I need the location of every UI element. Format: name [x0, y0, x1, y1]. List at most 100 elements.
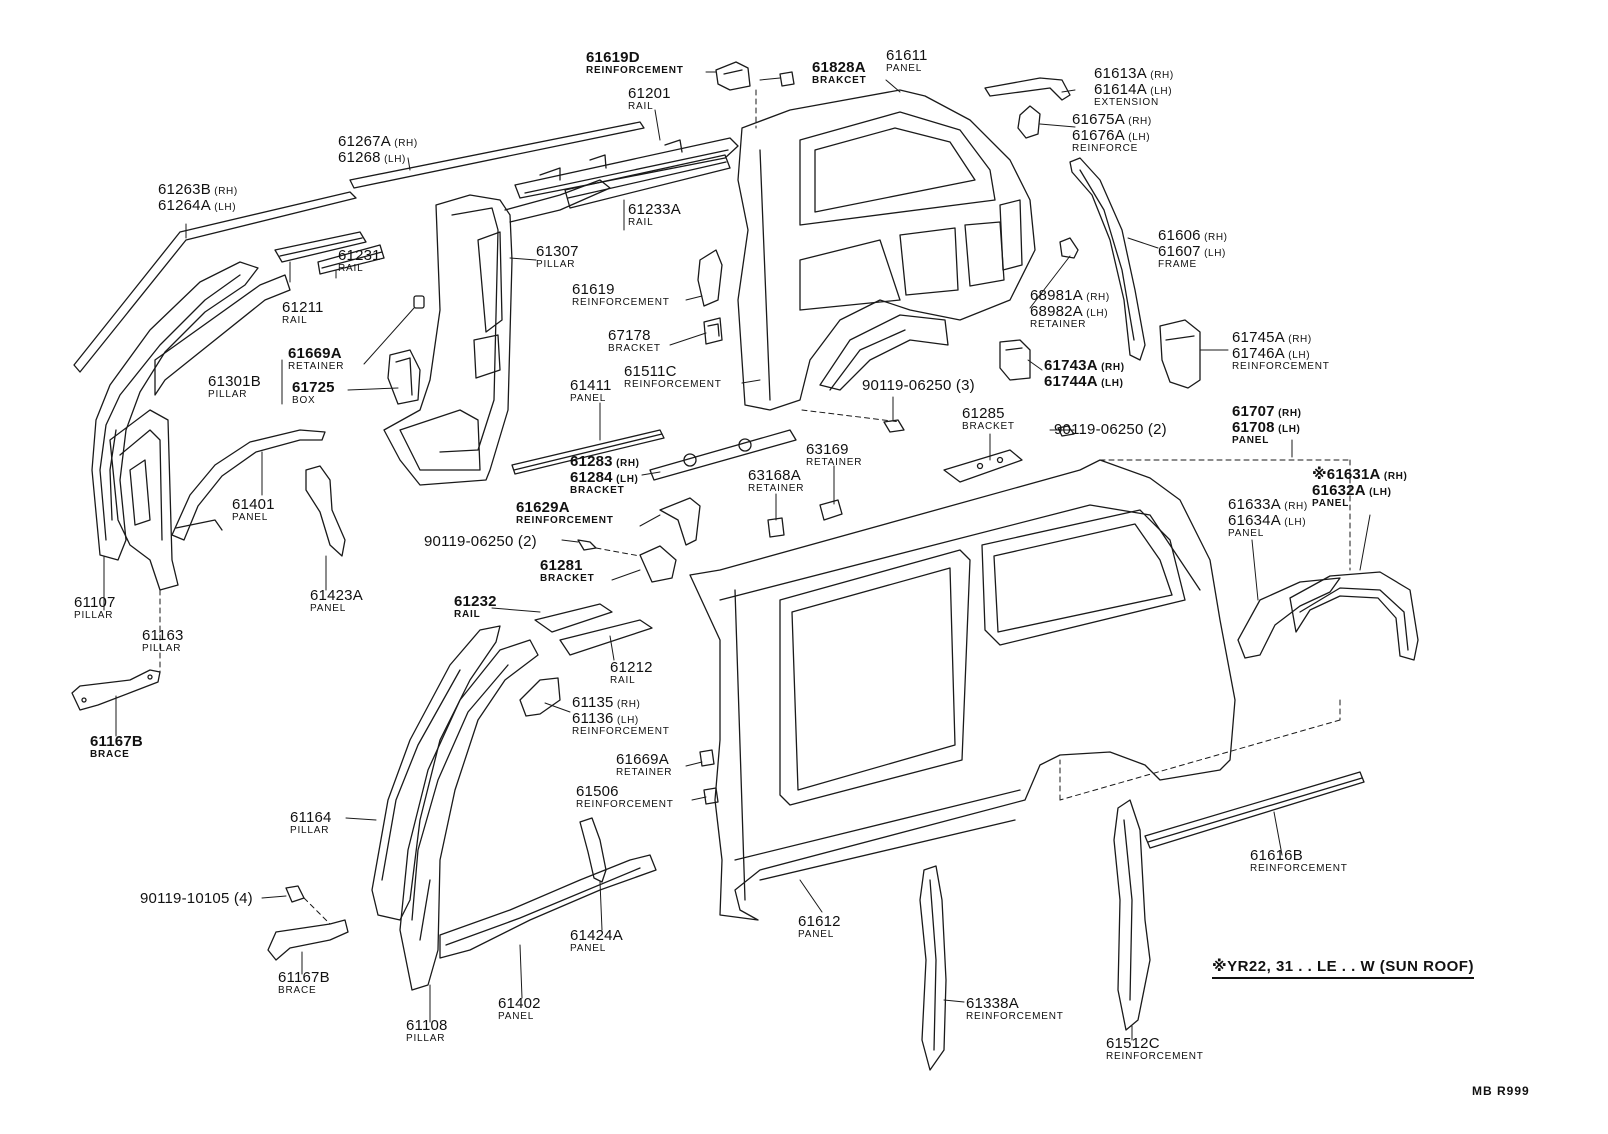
part-number: 61201 — [628, 85, 671, 102]
part-number: 63169 — [806, 441, 849, 458]
part-name: BOX — [292, 394, 316, 406]
panel-61612 — [690, 460, 1235, 920]
part-label: 68981A (RH)68982A (LH)RETAINER — [1030, 288, 1110, 330]
retainer-61669a-top — [414, 296, 424, 308]
part-name: EXTENSION — [1094, 96, 1159, 108]
rail-61267a — [350, 122, 644, 188]
part-name: PANEL — [310, 602, 347, 614]
side-suffix: (LH) — [380, 153, 406, 165]
panel-61411 — [512, 430, 664, 474]
side-suffix: (LH) — [613, 714, 639, 726]
part-number: 61264A (LH) — [158, 196, 237, 214]
reinforcement-61629a — [660, 498, 700, 545]
part-number: 61612 — [798, 913, 841, 930]
part-number: 68981A (RH) — [1030, 287, 1110, 304]
side-suffix: (LH) — [1097, 377, 1124, 389]
bracket-67178 — [704, 318, 722, 344]
side-suffix: (RH) — [1280, 501, 1308, 512]
bolt-90119-06250-b — [1058, 426, 1074, 436]
part-label: 90119-06250 (2) — [1054, 422, 1167, 438]
side-suffix: (LH) — [1146, 85, 1173, 97]
part-number: 61669A — [288, 345, 342, 362]
part-name: PANEL — [570, 392, 607, 404]
side-suffix: (LH) — [1365, 486, 1392, 498]
bracket-61285 — [944, 450, 1022, 482]
part-name: PANEL — [1312, 497, 1350, 509]
part-label: 61743A (RH)61744A (LH) — [1044, 358, 1125, 390]
part-number: 61301B — [208, 373, 261, 390]
part-number: 61283 (RH) — [570, 453, 640, 470]
part-name: FRAME — [1158, 258, 1197, 270]
part-name: RAIL — [282, 314, 308, 326]
side-suffix: (RH) — [210, 186, 238, 197]
side-suffix: (LH) — [1274, 423, 1301, 435]
part-name: RAIL — [628, 100, 654, 112]
part-name: BRACKET — [608, 342, 661, 354]
part-number: 61212 — [610, 659, 653, 676]
reinforcement-61338a — [920, 866, 946, 1070]
part-name: RETAINER — [748, 482, 805, 494]
brace-61167b-bottom — [268, 920, 348, 960]
box-61725 — [388, 350, 420, 404]
part-number: 61743A (RH) — [1044, 357, 1125, 374]
part-label: 90119-06250 (3) — [862, 378, 975, 394]
panel-61633a — [1238, 578, 1340, 658]
part-number: 61611 — [886, 47, 928, 64]
part-number: 61828A — [812, 59, 866, 76]
callout-lines — [104, 72, 1370, 1040]
part-label: 61675A (RH)61676A (LH)REINFORCE — [1072, 112, 1152, 154]
part-name: REINFORCEMENT — [572, 725, 670, 737]
part-number: 61634A (LH) — [1228, 511, 1307, 529]
bracket-61283 — [650, 430, 796, 480]
part-number: 61669A — [616, 751, 669, 768]
bolt-90119-06250-a — [884, 420, 904, 432]
part-number: 68982A (LH) — [1030, 302, 1109, 320]
part-number: 61164 — [290, 809, 332, 826]
part-number: 61746A (LH) — [1232, 344, 1311, 362]
bolt-90119-06250-c — [578, 540, 596, 550]
part-number: 61267A (RH) — [338, 133, 418, 150]
part-number: 61233A — [628, 201, 681, 218]
part-number: 61307 — [536, 243, 579, 260]
part-name: PANEL — [798, 928, 835, 940]
side-suffix: (RH) — [613, 699, 641, 710]
part-name: REINFORCEMENT — [572, 296, 670, 308]
part-name: REINFORCEMENT — [966, 1010, 1064, 1022]
part-name: PILLAR — [208, 388, 248, 400]
part-number: 61211 — [282, 299, 324, 316]
part-label: 61135 (RH)61136 (LH)REINFORCEMENT — [572, 695, 670, 737]
part-number: 61676A (LH) — [1072, 126, 1151, 144]
part-number: 90119-06250 (2) — [424, 533, 537, 550]
side-suffix: (LH) — [210, 201, 237, 213]
leader-lines — [160, 90, 1350, 924]
part-number: 61401 — [232, 496, 275, 513]
brace-61167b-top — [72, 670, 160, 710]
side-suffix: (LH) — [1200, 247, 1226, 259]
part-number: 61167B — [90, 733, 143, 750]
part-name: PANEL — [1232, 434, 1270, 446]
part-name: REINFORCEMENT — [1106, 1050, 1204, 1062]
part-number: 61744A (LH) — [1044, 372, 1124, 390]
part-name: RAIL — [338, 262, 364, 274]
part-number: 61512C — [1106, 1035, 1160, 1052]
part-number: 61284 (LH) — [570, 468, 639, 486]
part-number: 61281 — [540, 557, 583, 574]
part-label: 90119-10105 (4) — [140, 891, 253, 907]
part-name: REINFORCEMENT — [1232, 360, 1330, 372]
part-name: PILLAR — [536, 258, 576, 270]
